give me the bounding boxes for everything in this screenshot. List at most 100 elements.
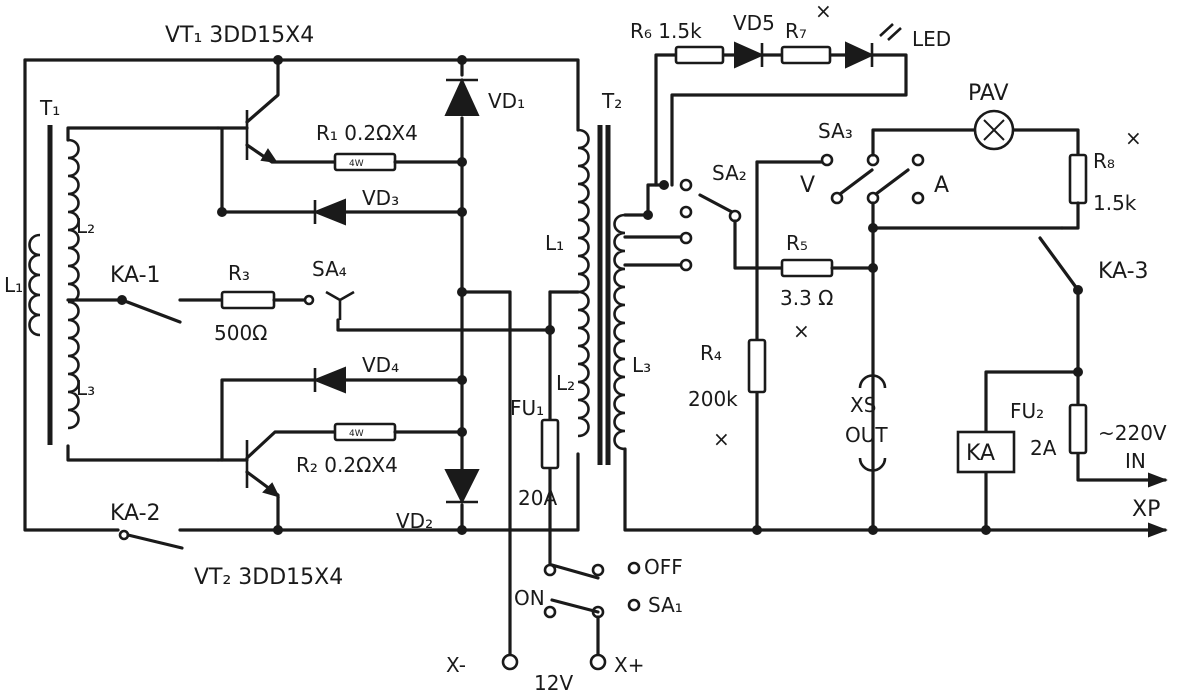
sa1-contact-3[interactable] (543, 605, 557, 619)
label-r4-star: × (713, 427, 730, 451)
sa3-contact-a[interactable] (911, 153, 925, 167)
node-bus-r1 (457, 157, 467, 167)
label-v: V (800, 173, 815, 198)
diode-vd2 (444, 469, 480, 505)
sa3-contact-a-bot[interactable] (911, 191, 925, 205)
wire-led-chain (654, 53, 908, 187)
label-12v: 12V (534, 671, 573, 695)
node-r4-bottom (752, 525, 762, 535)
label-l2-left: L₂ (76, 214, 95, 238)
node-vd3-left (217, 207, 227, 217)
wire-l3-bottom (66, 444, 220, 462)
label-l3-right: L₃ (632, 353, 651, 377)
wire-mid-to-xminus (460, 290, 512, 657)
wire-vt1-base (216, 126, 317, 214)
label-sa3: SA₃ (818, 119, 853, 143)
label-out: OUT (845, 423, 888, 447)
sa3-contact-v-top[interactable] (820, 153, 834, 167)
wire-vd4 (220, 378, 464, 462)
label-l1-left: L₁ (4, 273, 23, 297)
wire-t2-primary-bottom (460, 452, 580, 532)
label-a: A (934, 173, 949, 198)
relay-ka (956, 430, 1016, 474)
node-top-vt1 (273, 55, 283, 65)
inductor-l2-l3 (67, 138, 80, 430)
diode-vd5 (734, 41, 765, 69)
label-r5-val: 3.3 Ω (780, 286, 833, 310)
led-diode (845, 41, 875, 69)
node-bus-vd4 (457, 375, 467, 385)
diode-vd1 (444, 77, 480, 116)
wire-sa2-in (646, 183, 666, 217)
label-off: OFF (644, 555, 683, 579)
wire-left-vertical (23, 58, 120, 532)
node-sa4 (303, 294, 315, 306)
resistor-r5 (780, 258, 834, 278)
sa1-contact-1[interactable] (543, 563, 557, 577)
label-ka2: KA-2 (110, 501, 161, 526)
wire-top-left (23, 58, 580, 132)
terminal-xminus[interactable] (501, 653, 519, 671)
sa1-contact-2[interactable] (591, 563, 605, 577)
wire-ka-relay (984, 370, 1080, 532)
sa2-contact-2[interactable] (679, 205, 693, 219)
label-xp: XP (1132, 497, 1160, 522)
node-bus-r2 (457, 427, 467, 437)
label-on: ON (514, 586, 545, 610)
label-in: IN (1125, 449, 1146, 473)
label-vt2: VT₂ 3DD15X4 (194, 565, 343, 590)
label-led: LED (912, 27, 951, 51)
fuse-fu1 (540, 418, 560, 470)
label-vd3: VD₃ (362, 186, 399, 210)
switch-ka3 (1038, 236, 1080, 292)
label-xs: XS (850, 393, 876, 417)
wire-ka3-down (1076, 288, 1167, 482)
label-r1: R₁ 0.2ΩX4 (316, 121, 418, 145)
inductor-t2-secondary (613, 213, 626, 451)
label-t1: T₁ (39, 96, 60, 120)
label-sa2: SA₂ (712, 161, 747, 185)
switch-ka1 (120, 298, 182, 324)
label-l1-right: L₁ (545, 231, 564, 255)
node-bottom-vt2 (273, 525, 283, 535)
resistor-r7 (780, 45, 832, 65)
sa2-contact-1[interactable] (679, 178, 693, 192)
wire-r8-bottom (1060, 201, 1080, 230)
arrow-xp (1148, 522, 1168, 538)
sa2-contact-4[interactable] (679, 258, 693, 272)
led-rays (879, 23, 902, 41)
wire-sa2-r5 (733, 219, 784, 270)
label-fu1-val: 20A (518, 486, 557, 510)
label-pav: PAV (968, 81, 1009, 106)
label-r2: R₂ 0.2ΩX4 (296, 453, 398, 477)
switch-sa3-levers (838, 168, 910, 196)
label-sa1: SA₁ (648, 593, 683, 617)
label-r8: R₈ (1093, 149, 1115, 173)
vt2-collector (245, 430, 337, 460)
resistor-r3 (220, 290, 276, 310)
r1-power-tag: 4W (349, 159, 364, 169)
sa1-marker (627, 598, 641, 612)
wire-l2-top (66, 126, 220, 142)
label-r3: R₃ (228, 261, 250, 285)
switch-sa2-wiper (698, 193, 734, 214)
label-vd4: VD₄ (362, 353, 399, 377)
label-r5-star: × (793, 319, 810, 343)
switch-ka2 (126, 533, 184, 550)
label-r8-star: × (1125, 126, 1142, 150)
fuse-fu2 (1068, 403, 1088, 455)
meter-pav-glyph (983, 119, 1005, 141)
label-r7-star: × (815, 0, 832, 23)
resistor-r2 (333, 422, 397, 442)
resistor-r6 (674, 45, 725, 65)
label-l3-left: L₃ (76, 376, 95, 400)
label-vd5: VD5 (733, 11, 775, 35)
wire-secondary-bottom (623, 447, 1167, 532)
label-r3-val: 500Ω (214, 321, 267, 345)
diode-vd4 (312, 366, 346, 394)
resistor-r8 (1068, 153, 1088, 205)
label-vt1: VT₁ 3DD15X4 (165, 23, 314, 48)
node-xs-bottom (868, 525, 878, 535)
sa2-contact-3[interactable] (679, 231, 693, 245)
terminal-xplus[interactable] (589, 653, 607, 671)
